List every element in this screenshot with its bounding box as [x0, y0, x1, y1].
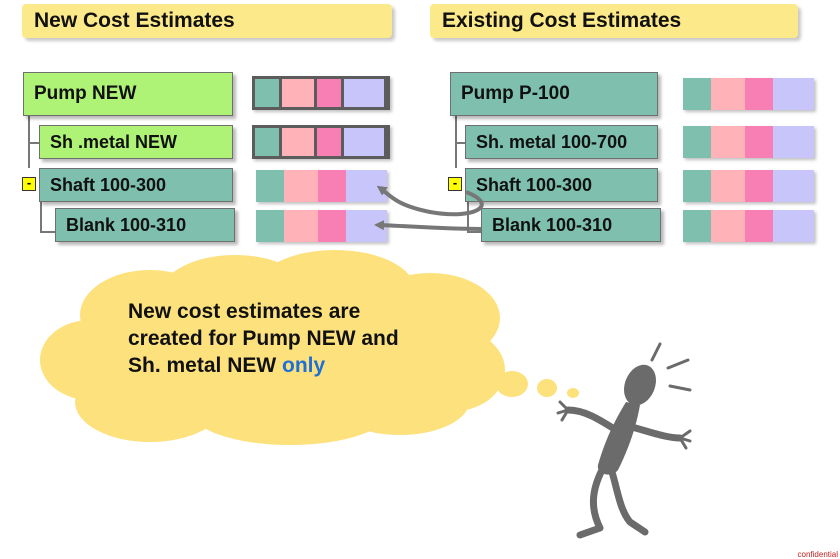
cost-segment — [284, 210, 318, 242]
existing-estimates-header: Existing Cost Estimates — [430, 4, 798, 38]
cost-segment — [745, 78, 773, 110]
confidential-footer: confidential — [797, 550, 838, 559]
cost-segment — [711, 210, 745, 242]
new-blank-node[interactable]: Blank 100-310 — [55, 208, 235, 242]
cost-strip-existing-sheet-metal — [683, 126, 814, 158]
new-shaft-node[interactable]: Shaft 100-300 — [39, 168, 233, 202]
cost-segment — [773, 126, 814, 158]
cost-segment — [256, 170, 284, 202]
cost-segment — [773, 170, 814, 202]
cost-segment — [255, 79, 279, 107]
cost-segment — [282, 79, 314, 107]
cloud-line-text: Sh. metal NEW — [128, 354, 283, 377]
node-label: Pump P-100 — [461, 83, 570, 104]
cost-segment — [773, 210, 814, 242]
existing-tree-connector — [467, 200, 469, 232]
cost-segment — [344, 128, 384, 156]
cost-segment — [318, 170, 346, 202]
existing-tree-connector — [455, 142, 467, 144]
cost-segment — [745, 126, 773, 158]
cloud-highlight-word: only — [282, 354, 326, 377]
cost-strip-existing-pump — [683, 78, 814, 110]
node-label: Blank 100-310 — [492, 214, 613, 235]
node-label: Shaft 100-300 — [476, 174, 593, 195]
collapse-icon[interactable]: - — [448, 176, 462, 191]
cloud-message: New cost estimates are created for Pump … — [128, 298, 448, 379]
node-label: Shaft 100-300 — [50, 174, 167, 195]
existing-shaft-node[interactable]: Shaft 100-300 — [465, 168, 658, 202]
cost-segment — [683, 170, 711, 202]
new-sheet-metal-node[interactable]: Sh .metal NEW — [39, 125, 233, 159]
cost-segment — [255, 128, 279, 156]
new-tree-connector — [28, 142, 40, 144]
new-estimates-header: New Cost Estimates — [22, 4, 392, 38]
existing-blank-node[interactable]: Blank 100-310 — [481, 208, 661, 242]
existing-tree-connector — [467, 231, 483, 233]
cost-strip-new-blank — [256, 210, 387, 242]
cost-strip-new-shaft — [256, 170, 387, 202]
cost-segment — [282, 128, 314, 156]
cost-segment — [683, 126, 711, 158]
existing-pump-node[interactable]: Pump P-100 — [450, 72, 658, 116]
cost-strip-new-pump — [252, 76, 390, 110]
new-pump-node[interactable]: Pump NEW — [23, 72, 233, 116]
cost-strip-new-sheet-metal — [252, 125, 390, 159]
cost-strip-existing-blank — [683, 210, 814, 242]
reuse-arrow-blank — [374, 220, 482, 231]
cost-segment — [344, 79, 384, 107]
cost-segment — [317, 128, 341, 156]
cost-segment — [711, 78, 745, 110]
cost-segment — [346, 170, 387, 202]
cost-segment — [683, 210, 711, 242]
new-tree-connector — [40, 200, 42, 232]
cost-segment — [284, 170, 318, 202]
cloud-line: Sh. metal NEW only — [128, 352, 448, 379]
cloud-line: created for Pump NEW and — [128, 327, 399, 350]
collapse-icon[interactable]: - — [22, 176, 36, 191]
existing-sheet-metal-node[interactable]: Sh. metal 100-700 — [465, 125, 658, 159]
cost-segment — [683, 78, 711, 110]
cost-segment — [317, 79, 341, 107]
node-label: Blank 100-310 — [66, 214, 187, 235]
cost-segment — [773, 78, 814, 110]
cost-segment — [256, 210, 284, 242]
new-tree-connector — [40, 231, 56, 233]
cost-segment — [711, 170, 745, 202]
cost-segment — [711, 126, 745, 158]
node-label: Sh. metal 100-700 — [476, 131, 628, 152]
node-label: Pump NEW — [34, 83, 137, 104]
thinking-figure — [556, 342, 692, 539]
cloud-line: New cost estimates are — [128, 300, 361, 323]
node-label: Sh .metal NEW — [50, 131, 178, 152]
cost-segment — [745, 170, 773, 202]
cost-segment — [745, 210, 773, 242]
cost-strip-existing-shaft — [683, 170, 814, 202]
cost-segment — [318, 210, 346, 242]
cost-segment — [346, 210, 387, 242]
